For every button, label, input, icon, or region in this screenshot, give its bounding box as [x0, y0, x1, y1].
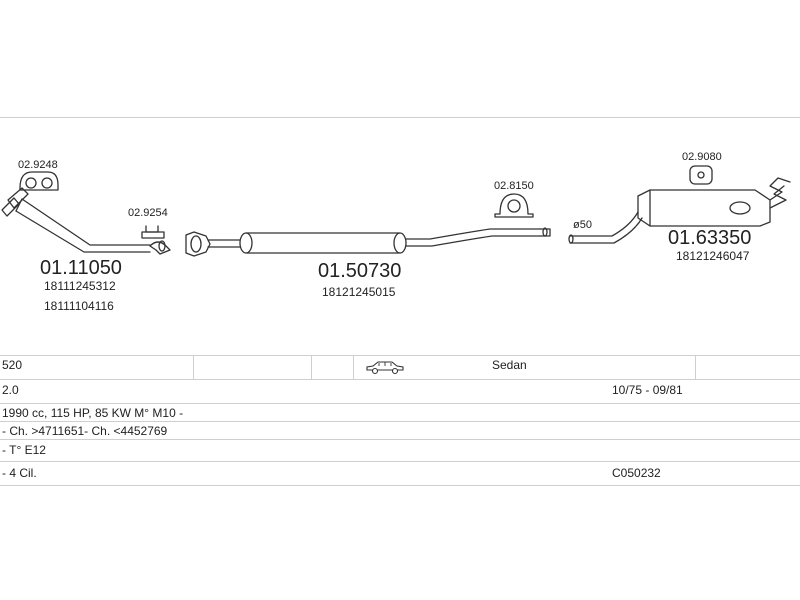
front-pipe-ref-2: 18111104116 — [44, 299, 114, 313]
front-pipe — [1, 187, 151, 253]
table-row-divider — [0, 439, 800, 440]
chassis-cell: - Ch. >4711651- Ch. <4452769 — [2, 424, 168, 438]
middle-silencer-code: 01.50730 — [318, 260, 401, 282]
table-row-divider — [0, 461, 800, 462]
table-col-divider — [311, 355, 312, 379]
table-row-divider — [0, 421, 800, 422]
table-row-divider — [0, 355, 800, 356]
middle-silencer — [207, 227, 551, 254]
engine-details-cell: 1990 cc, 115 HP, 85 KW M° M10 - — [2, 406, 184, 420]
top-border — [0, 117, 800, 118]
front-clamp-code: 02.9254 — [128, 207, 168, 219]
rear-silencer — [568, 177, 791, 244]
table-row-divider — [0, 485, 800, 486]
coupler-icon — [185, 231, 211, 257]
rear-silencer-code: 01.63350 — [668, 227, 751, 249]
type-code-cell: - T° E12 — [2, 443, 46, 457]
front-clamp-icon — [141, 225, 171, 255]
catalog-code-cell: C050232 — [612, 466, 661, 480]
table-col-divider — [695, 355, 696, 379]
table-col-divider — [353, 355, 354, 379]
sedan-car-icon — [366, 361, 404, 375]
rear-silencer-ref-1: 18121246047 — [676, 249, 750, 263]
front-accessory-code: 02.9248 — [18, 159, 58, 171]
front-pipe-ref-1: 18111245312 — [44, 279, 116, 293]
table-row-divider — [0, 379, 800, 380]
engine-cell: 2.0 — [2, 383, 19, 397]
rear-pipe-diameter: ø50 — [573, 219, 592, 231]
front-accessory-icon — [19, 171, 59, 191]
cylinders-cell: - 4 Cil. — [2, 466, 37, 480]
table-row-divider — [0, 403, 800, 404]
exhaust-diagram: 02.9248 02.9254 01.11050 18111245312 181… — [1, 151, 791, 313]
rear-mount-icon — [689, 165, 713, 185]
front-pipe-code: 01.11050 — [40, 257, 122, 279]
middle-mount-icon — [494, 193, 534, 218]
production-period-cell: 10/75 - 09/81 — [612, 383, 683, 397]
rear-mount-code: 02.9080 — [682, 151, 722, 163]
middle-silencer-ref-1: 18121245015 — [322, 285, 396, 299]
middle-mount-code: 02.8150 — [494, 180, 534, 192]
body-type-cell: Sedan — [492, 358, 527, 372]
model-cell: 520 — [2, 358, 23, 372]
table-col-divider — [193, 355, 194, 379]
